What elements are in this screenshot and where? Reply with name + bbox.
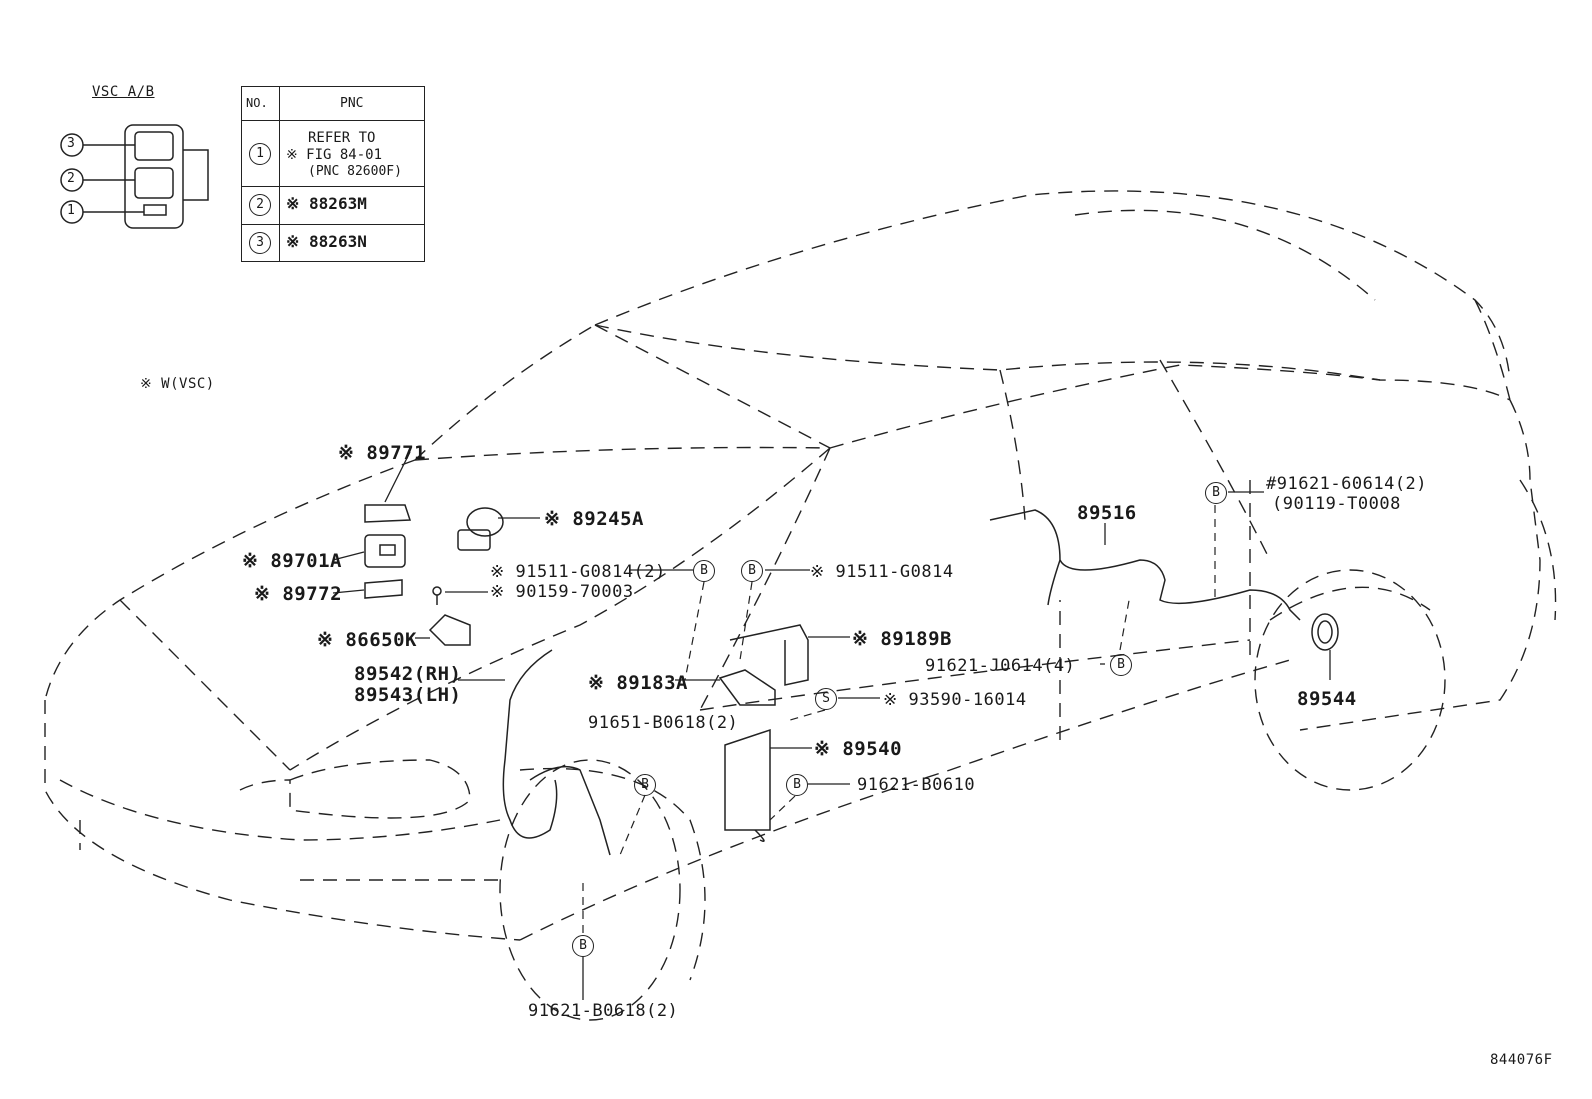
row-1-line1: REFER TO xyxy=(308,130,376,146)
part-89544: 89544 xyxy=(1297,688,1357,710)
legend-callout-2: 2 xyxy=(67,171,76,186)
row-3-part: ※ 88263N xyxy=(286,232,367,251)
figure-id: 844076F xyxy=(1490,1052,1553,1068)
part-91621-j0614-4: 91621-J0614(4) xyxy=(925,656,1076,676)
car-body-outline xyxy=(44,190,1557,1021)
leader-lines xyxy=(332,451,1331,1000)
bolt-marker: B xyxy=(693,560,715,582)
part-89543-lh: 89543(LH) xyxy=(354,684,462,706)
row-number-1: 1 xyxy=(249,143,271,165)
part-93590-16014: ※ 93590-16014 xyxy=(883,690,1027,710)
bolt-marker: B xyxy=(786,774,808,796)
part-91621-b0618-2: 91621-B0618(2) xyxy=(528,1001,679,1021)
part-86650k: ※ 86650K xyxy=(317,629,417,651)
legend-callout-3: 3 xyxy=(67,136,76,151)
row-number-3: 3 xyxy=(249,232,271,254)
legend-callout-1: 1 xyxy=(67,203,76,218)
row-2-part: ※ 88263M xyxy=(286,194,367,213)
row-number-2: 2 xyxy=(249,194,271,216)
part-89183a: ※ 89183A xyxy=(588,672,688,694)
part-89516: 89516 xyxy=(1077,502,1137,524)
pnc-table-header-no: NO. xyxy=(246,96,268,110)
pnc-table: NO. PNC 1 REFER TO ※ FIG 84-01 (PNC 8260… xyxy=(241,86,425,262)
vsc-connector xyxy=(124,124,184,229)
part-91621-60614-2: #91621-60614(2) xyxy=(1266,474,1428,494)
part-91511-g0814-2: ※ 91511-G0814(2) xyxy=(490,562,666,582)
vsc-ab-title: VSC A/B xyxy=(92,84,155,100)
bolt-marker: B xyxy=(741,560,763,582)
part-drawings xyxy=(364,504,1339,856)
part-89772: ※ 89772 xyxy=(254,583,343,605)
part-89542-rh: 89542(RH) xyxy=(354,663,462,685)
pnc-table-header-pnc: PNC xyxy=(340,96,364,111)
part-90119-t0008: (90119-T0008 xyxy=(1272,494,1401,514)
bolt-marker: B xyxy=(572,935,594,957)
part-91651-b0618-2: 91651-B0618(2) xyxy=(588,713,739,733)
part-90159-70003: ※ 90159-70003 xyxy=(490,582,634,602)
row-1-line3: (PNC 82600F) xyxy=(308,164,402,179)
part-91511-g0814: ※ 91511-G0814 xyxy=(810,562,954,582)
part-89701a: ※ 89701A xyxy=(242,550,342,572)
part-89771: ※ 89771 xyxy=(338,442,427,464)
part-89245a: ※ 89245A xyxy=(544,508,644,530)
bolt-marker: B xyxy=(634,774,656,796)
bolt-marker: B xyxy=(1205,482,1227,504)
part-89189b: ※ 89189B xyxy=(852,628,952,650)
bolt-marker: B xyxy=(1110,654,1132,676)
screw-marker: S xyxy=(815,688,837,710)
part-91621-b0610: 91621-B0610 xyxy=(857,775,976,795)
row-1-line2: ※ FIG 84-01 xyxy=(286,147,383,163)
note-w-vsc: ※ W(VSC) xyxy=(140,376,215,392)
dashed-leaders xyxy=(582,505,1216,933)
part-89540: ※ 89540 xyxy=(814,738,903,760)
